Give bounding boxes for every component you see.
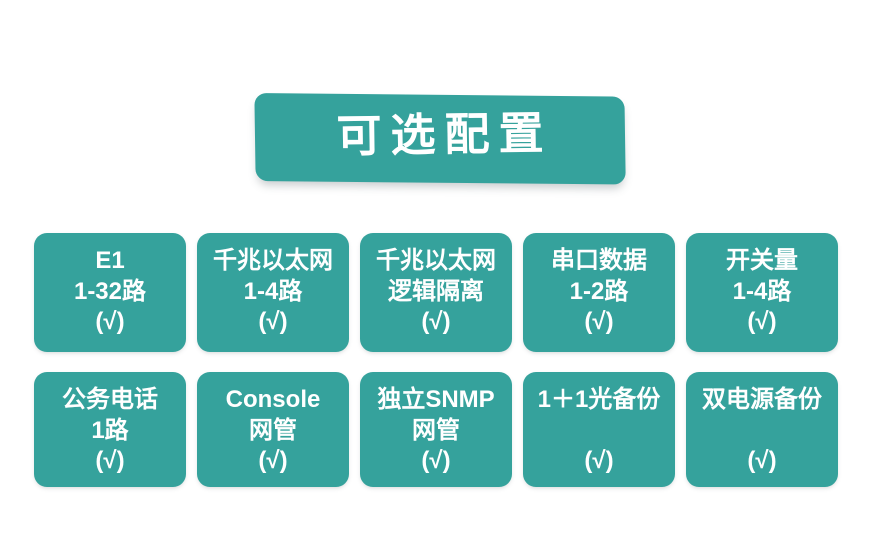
card-line-1: 千兆以太网 [376, 247, 496, 274]
check-mark-icon: (√) [747, 308, 777, 336]
card-line-2: 1-32路 [73, 277, 147, 305]
feature-card-gigabit-ethernet[interactable]: 千兆以太网 1-4路 (√) [197, 233, 349, 352]
feature-card-snmp-management[interactable]: 独立SNMP 网管 (√) [360, 372, 512, 487]
feature-grid: E1 1-32路 (√) 千兆以太网 1-4路 (√) 千兆以太网 逻辑隔离 (… [34, 233, 846, 487]
card-line-2: 网管 [412, 416, 460, 444]
card-line-1: Console [225, 386, 321, 413]
check-mark-icon: (√) [421, 447, 451, 475]
card-line-1: 千兆以太网 [213, 247, 333, 274]
feature-card-console-management[interactable]: Console 网管 (√) [197, 372, 349, 487]
check-mark-icon: (√) [95, 308, 125, 336]
page-title: 可选配置 [336, 107, 553, 162]
check-mark-icon: (√) [258, 308, 288, 336]
check-mark-icon: (√) [421, 308, 451, 336]
check-mark-icon: (√) [747, 447, 777, 475]
feature-card-dual-power-backup[interactable]: 双电源备份 . (√) [686, 372, 838, 487]
check-mark-icon: (√) [584, 447, 614, 475]
card-line-1: 公务电话 [62, 386, 158, 413]
feature-card-gigabit-ethernet-isolation[interactable]: 千兆以太网 逻辑隔离 (√) [360, 233, 512, 352]
card-line-1: E1 [95, 247, 125, 274]
banner-section: 可选配置 [0, 0, 880, 200]
card-line-1: 开关量 [726, 247, 798, 274]
feature-card-service-phone[interactable]: 公务电话 1路 (√) [34, 372, 186, 487]
feature-card-serial-data[interactable]: 串口数据 1-2路 (√) [523, 233, 675, 352]
feature-row: 公务电话 1路 (√) Console 网管 (√) 独立SNMP 网管 (√)… [34, 372, 846, 487]
card-line-2: 1-2路 [569, 277, 629, 305]
check-mark-icon: (√) [584, 308, 614, 336]
card-line-2: 1-4路 [732, 277, 792, 305]
card-line-2: 逻辑隔离 [388, 277, 484, 305]
card-line-1: 独立SNMP [377, 386, 495, 413]
feature-card-switch-quantity[interactable]: 开关量 1-4路 (√) [686, 233, 838, 352]
card-line-1: 串口数据 [551, 247, 647, 274]
card-line-2: 1-4路 [243, 277, 303, 305]
card-line-1: 1＋1光备份 [537, 386, 661, 413]
feature-card-optical-backup[interactable]: 1＋1光备份 . (√) [523, 372, 675, 487]
check-mark-icon: (√) [95, 447, 125, 475]
card-line-2: 1路 [91, 416, 129, 444]
card-line-1: 双电源备份 [702, 386, 822, 413]
card-line-2: 网管 [249, 416, 297, 444]
feature-row: E1 1-32路 (√) 千兆以太网 1-4路 (√) 千兆以太网 逻辑隔离 (… [34, 233, 846, 352]
feature-card-e1[interactable]: E1 1-32路 (√) [34, 233, 186, 352]
check-mark-icon: (√) [258, 447, 288, 475]
